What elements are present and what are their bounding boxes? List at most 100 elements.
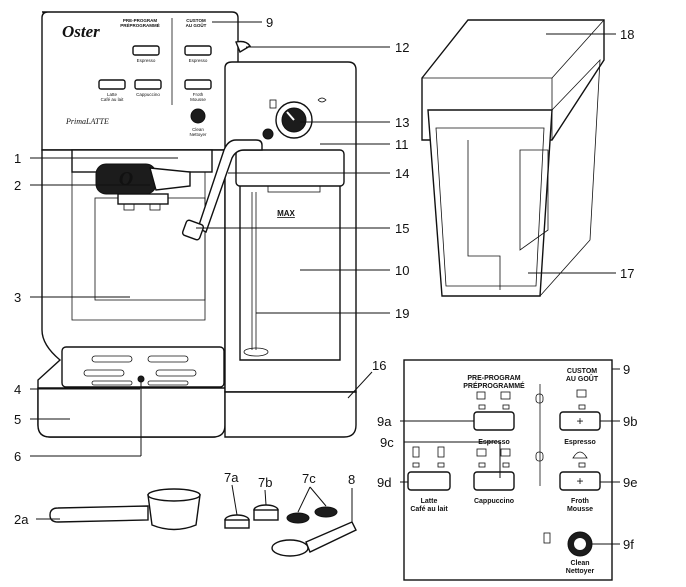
- svg-text:Latte: Latte: [107, 92, 118, 97]
- portafilter-handle-2a: [49, 505, 149, 523]
- latte-glass-double-icon: [437, 446, 445, 458]
- mini-cappuccino-button[interactable]: [134, 79, 162, 90]
- lid-seal: [267, 185, 321, 193]
- callout-9: 9: [266, 15, 273, 30]
- callout-9d: 9d: [377, 475, 391, 490]
- callout-1: 1: [14, 151, 21, 166]
- mini-preprogram-label: PRE-PROGRAM: [123, 18, 158, 23]
- froth-label: Froth: [571, 498, 589, 505]
- callout-3: 3: [14, 290, 21, 305]
- svg-text:AU GOÛT: AU GOÛT: [566, 374, 599, 383]
- callout-10: 10: [395, 263, 409, 278]
- callout-7c: 7c: [302, 471, 316, 486]
- indicator-light-cappuccino-2: [502, 462, 510, 468]
- svg-text:Café au lait: Café au lait: [101, 97, 125, 102]
- portafilter-spout-arm: [149, 167, 191, 191]
- callout-9b: 9b: [623, 414, 637, 429]
- callout-9c: 9c: [380, 435, 394, 450]
- indicator-light-cappuccino-1: [478, 462, 486, 468]
- espresso-machine: MAX O Oster PrimaLATTE: [37, 11, 357, 438]
- callout-2a: 2a: [14, 512, 29, 527]
- milk-outlet-tube[interactable]: [197, 139, 263, 233]
- mini-froth-button[interactable]: [184, 79, 212, 90]
- latte-glass-icon: [412, 446, 420, 458]
- espresso-button[interactable]: [473, 411, 515, 431]
- indicator-light-single: [478, 404, 486, 410]
- preprogram-label: PRE-PROGRAM: [467, 375, 520, 382]
- svg-text:Mousse: Mousse: [190, 97, 206, 102]
- svg-text:AU GOÛT: AU GOÛT: [186, 22, 207, 28]
- drip-tray-grill: [83, 355, 197, 386]
- double-cup-icon: [500, 391, 511, 400]
- callout-18: 18: [620, 27, 634, 42]
- side-base: [224, 391, 357, 438]
- mini-latte-button[interactable]: [98, 79, 126, 90]
- mini-espresso-custom-button[interactable]: [184, 45, 212, 56]
- callout-9f: 9f: [623, 537, 634, 552]
- froth-button[interactable]: [559, 471, 601, 491]
- logo-mark: O: [119, 168, 133, 190]
- reservoir-valve-channel: [467, 140, 501, 290]
- callout-11: 11: [395, 137, 409, 152]
- svg-text:PRÉPROGRAMMÉ: PRÉPROGRAMMÉ: [463, 381, 525, 390]
- indicator-light-custom-espresso: [578, 404, 586, 410]
- froth-pitcher-icon: [572, 451, 588, 459]
- svg-text:Espresso: Espresso: [137, 58, 156, 63]
- water-reservoir: [421, 19, 605, 297]
- callout-5: 5: [14, 412, 21, 427]
- portafilter-basket: [117, 193, 169, 205]
- steam-release-knob[interactable]: [235, 40, 251, 54]
- svg-text:Cappuccino: Cappuccino: [136, 92, 160, 97]
- callout-9e: 9e: [623, 475, 637, 490]
- machine-control-panel: PRE-PROGRAM PRÉPROGRAMMÉ CUSTOM AU GOÛT …: [98, 18, 212, 137]
- froth-spout: [181, 219, 205, 241]
- callout-6: 6: [14, 449, 21, 464]
- callout-9a: 9a: [377, 414, 392, 429]
- indicator-light-double: [502, 404, 510, 410]
- callout-14: 14: [395, 166, 409, 181]
- custom-espresso-label: Espresso: [564, 439, 596, 446]
- svg-text:Café au lait: Café au lait: [410, 506, 448, 513]
- latte-button[interactable]: [407, 471, 451, 491]
- milk-reservoir: [239, 159, 341, 361]
- leader-lines: [30, 21, 620, 545]
- mini-custom-label: CUSTOM: [186, 18, 206, 23]
- callout-17: 17: [620, 266, 634, 281]
- latte-label: Latte: [421, 498, 438, 505]
- callout-4: 4: [14, 382, 21, 397]
- single-cup-icon: [476, 391, 486, 400]
- steam-icon: [317, 97, 327, 103]
- svg-text:Froth: Froth: [193, 92, 204, 97]
- milk-tube-end: [243, 347, 269, 357]
- clean-tank-icon: [543, 532, 551, 544]
- callout-7b: 7b: [258, 475, 272, 490]
- callout-16: 16: [372, 358, 386, 373]
- cappuccino-label: Cappuccino: [474, 498, 514, 505]
- svg-text:PRÉPROGRAMMÉ: PRÉPROGRAMMÉ: [120, 21, 160, 28]
- cappuccino-button[interactable]: [473, 471, 515, 491]
- mini-clean-button[interactable]: [190, 108, 206, 124]
- custom-label: CUSTOM: [567, 368, 597, 375]
- cappuccino-cup-icon: [476, 448, 487, 457]
- callout-19: 19: [395, 306, 409, 321]
- mini-espresso-button[interactable]: [132, 45, 160, 56]
- accessories: [49, 488, 357, 557]
- clean-label: Clean: [570, 560, 589, 567]
- max-fill-label: MAX: [277, 209, 295, 218]
- base: [37, 387, 226, 438]
- portafilter-cup: [147, 494, 201, 531]
- indicator-light-latte-2: [437, 462, 445, 468]
- svg-text:Mousse: Mousse: [567, 506, 593, 513]
- tamper-handle: [305, 521, 357, 553]
- callout-2: 2: [14, 178, 21, 193]
- callout-labels: 1 2 3 4 5 6 2a 7a 7b 7c 8 9 12 13 11 14 …: [14, 15, 637, 552]
- callout-12: 12: [395, 40, 409, 55]
- temperature-indicator-1: [535, 393, 544, 404]
- brand-logo: Oster: [62, 22, 100, 41]
- callout-8: 8: [348, 472, 355, 487]
- measuring-scoop: [271, 539, 309, 557]
- dial-indicator-light: [262, 128, 274, 140]
- svg-text:Clean: Clean: [192, 127, 204, 132]
- froth-plus-icon: +: [576, 474, 583, 488]
- plus-icon: +: [576, 414, 583, 428]
